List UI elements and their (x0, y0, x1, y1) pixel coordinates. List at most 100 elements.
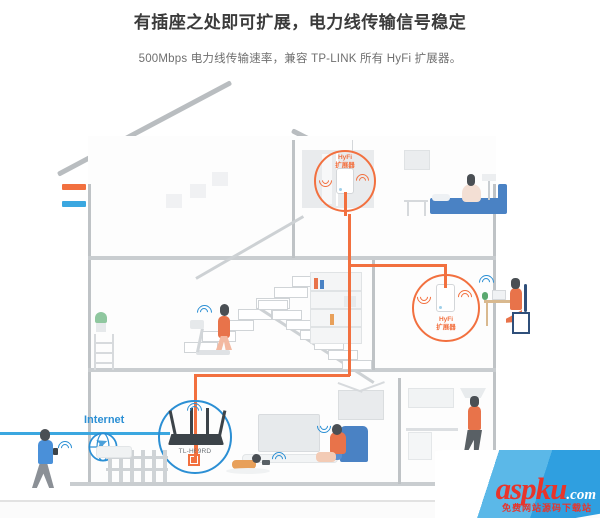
legend-swatch-power (62, 184, 86, 190)
extender-1-wifi-left (316, 171, 335, 190)
fence-post (163, 450, 167, 482)
ground-line (0, 500, 600, 502)
shelf-ladder-rung (94, 342, 114, 344)
wall-art-small (190, 184, 206, 198)
extender-1-name: 扩展器 (335, 161, 355, 169)
sofa-left-ground (96, 446, 132, 458)
treadmill-console (190, 320, 204, 329)
plant-pot (96, 322, 106, 332)
wall-left-middle (88, 260, 91, 372)
shelf-line (310, 290, 362, 292)
shelf-book (320, 280, 324, 289)
partition-upper-room (292, 140, 295, 258)
wall-right-middle (493, 260, 496, 372)
wall-right-upper (493, 184, 496, 260)
power-cable-vertical-riser (348, 214, 351, 376)
page-subtitle: 500Mbps 电力线传输速率，兼容 TP-LINK 所有 HyFi 扩展器。 (138, 53, 462, 65)
partition-middle-room (372, 260, 375, 370)
kitchen-drawer (408, 432, 432, 460)
treadmill-wifi (193, 301, 216, 324)
watermark-domain-tld: .com (566, 487, 596, 503)
fence-post (108, 450, 112, 482)
shelf-book (330, 314, 334, 325)
tv-screen (258, 414, 320, 452)
extender-1-label: HyFi 扩展器 (315, 154, 375, 169)
watermark: aspku.com 免费网站源码下载站 (435, 450, 600, 518)
house-illustration: HyFi 扩展器 (0, 80, 600, 518)
floor-lamp-shade (482, 174, 496, 181)
person-desk-head (511, 278, 520, 289)
person-armchair-head (332, 424, 342, 435)
floor-lamp-pole (488, 180, 490, 200)
person-running-head (220, 304, 229, 316)
bed-headboard (498, 184, 507, 214)
extender-1-wifi-right (353, 171, 372, 190)
fence-post (130, 450, 134, 482)
extender-2-label: HyFi 扩展器 (416, 316, 476, 331)
fence-post (152, 450, 156, 482)
stair-step (272, 310, 302, 320)
child-body (232, 460, 256, 469)
floor-slab-upper (88, 256, 496, 260)
floor-slab-ground (70, 482, 510, 486)
fence-rail (106, 456, 168, 459)
stair-step (258, 300, 288, 310)
extender-2-led (439, 306, 442, 309)
extender-1-led (339, 188, 342, 191)
kitchen-hood (460, 388, 486, 398)
person-running-body (218, 316, 230, 338)
router-antenna (206, 408, 209, 436)
fence-rail (106, 468, 168, 471)
router-power-lead (196, 445, 198, 455)
person-kitchen-head (470, 396, 479, 407)
shelf-ladder-rung (94, 352, 114, 354)
power-cable-to-extender-1 (344, 192, 347, 216)
person-outside-phone (53, 448, 58, 455)
extender-1-brand: HyFi (337, 154, 353, 161)
armchair-wifi (314, 416, 334, 436)
person-armchair-legs (316, 452, 336, 462)
wall-left-upper (88, 184, 91, 260)
watermark-domain-main: aspku (495, 471, 568, 506)
extender-2-wifi-right (455, 287, 475, 307)
stair-step (342, 360, 372, 370)
shelf-line (310, 326, 362, 328)
child-tablet (262, 460, 270, 465)
stair-step (274, 287, 308, 298)
shelf-book (314, 278, 318, 289)
router-antenna (190, 408, 193, 436)
office-chair-seat (512, 312, 530, 334)
pendant-lamp-cord (352, 140, 353, 154)
bed-frame (430, 198, 506, 214)
router-wifi-icon (183, 399, 206, 422)
person-sitting-bed-body (462, 184, 481, 202)
shelf-line (310, 308, 362, 310)
plant-leaves (95, 312, 107, 323)
fence-post (141, 450, 145, 482)
extender-2-name: 扩展器 (436, 323, 456, 331)
partition-kitchen (398, 378, 401, 484)
stair-step (328, 350, 358, 360)
child-wifi (269, 449, 289, 469)
office-chair-back (524, 284, 527, 312)
fence-post (119, 450, 123, 482)
extender-2-brand: HyFi (438, 316, 454, 323)
person-outside-legs (32, 464, 54, 488)
person-outside-head (40, 429, 50, 441)
floor-slab-middle (88, 368, 496, 372)
side-table-leg (424, 202, 426, 216)
legend-swatch-network (62, 201, 86, 207)
bed-pillow (432, 194, 450, 201)
child-head (252, 454, 261, 463)
internet-label: Internet (84, 414, 125, 426)
router-model-label: TL-H69RD (178, 448, 212, 455)
treadmill-base (196, 350, 230, 355)
wall-picture-living (338, 390, 384, 420)
person-outside-body (38, 440, 53, 464)
wall-art-small (166, 194, 182, 208)
person-outside-wifi (55, 438, 75, 458)
page-title: 有插座之处即可扩展，电力线传输信号稳定 (133, 13, 467, 32)
person-armchair-body (330, 432, 346, 454)
watermark-domain: aspku.com (496, 473, 596, 504)
picture-frame-attic (404, 150, 430, 170)
